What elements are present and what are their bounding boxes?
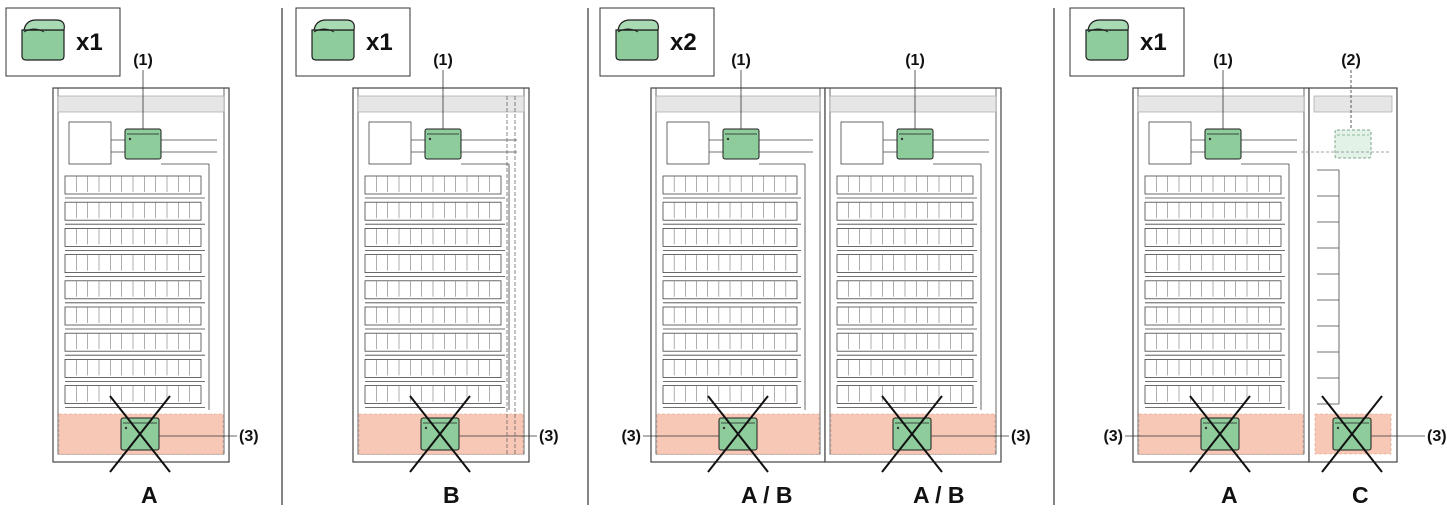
device-module-icon xyxy=(424,128,462,160)
breaker-row xyxy=(1144,280,1285,304)
cabinet-type-caption: A xyxy=(141,482,158,508)
callout-label: (3) xyxy=(239,428,259,445)
quantity-label: x1 xyxy=(366,29,393,56)
breaker-row xyxy=(662,385,801,409)
panel-4: x1 (1) (3) (2) (3) A C xyxy=(1069,7,1447,508)
breaker-row xyxy=(836,175,977,199)
breaker-row xyxy=(64,306,205,330)
breaker-row xyxy=(662,175,801,199)
breaker-row xyxy=(64,175,205,199)
cabinet-type-caption: B xyxy=(443,482,460,508)
quantity-box: x2 xyxy=(599,7,715,77)
breaker-row xyxy=(836,201,977,225)
quantity-label: x1 xyxy=(76,29,103,56)
removed-cross-icon xyxy=(881,395,943,473)
breaker-row xyxy=(1144,201,1285,225)
breaker-row xyxy=(364,306,505,330)
breaker-row xyxy=(1144,254,1285,278)
breaker-row xyxy=(64,358,205,382)
breaker-row xyxy=(836,332,977,356)
breaker-row xyxy=(1144,332,1285,356)
breaker-row xyxy=(64,254,205,278)
cabinet: (1) (3) xyxy=(824,52,1031,473)
breaker-row xyxy=(836,227,977,251)
breaker-row xyxy=(64,332,205,356)
breaker-row xyxy=(836,254,977,278)
cabinet-type-caption: A xyxy=(1221,482,1238,508)
breaker-row xyxy=(836,306,977,330)
breaker-row xyxy=(662,227,801,251)
breaker-row xyxy=(364,201,505,225)
callout-label: (3) xyxy=(621,428,641,445)
callout-label: (3) xyxy=(1011,428,1031,445)
callout-label: (1) xyxy=(1213,52,1233,69)
removed-cross-icon xyxy=(1189,395,1251,473)
breaker-row xyxy=(1144,358,1285,382)
callout-label: (3) xyxy=(1103,428,1123,445)
breaker-row xyxy=(364,254,505,278)
breaker-row xyxy=(836,280,977,304)
breaker-row xyxy=(64,201,205,225)
cabinet-type-caption: A / B xyxy=(741,482,793,508)
cabinet: (1) (3) xyxy=(352,52,559,473)
device-module-icon xyxy=(311,19,355,61)
device-module-icon xyxy=(722,128,760,160)
breaker-row xyxy=(364,280,505,304)
panel-2: x1 (1) (3) B xyxy=(295,7,559,508)
removed-cross-icon xyxy=(409,395,471,473)
breaker-row xyxy=(1144,175,1285,199)
callout-label: (1) xyxy=(905,52,925,69)
breaker-row xyxy=(1144,227,1285,251)
callout-label: (2) xyxy=(1341,52,1361,69)
device-module-icon xyxy=(1204,128,1242,160)
removed-cross-icon xyxy=(1321,395,1383,473)
device-module-icon xyxy=(896,128,934,160)
breaker-row xyxy=(662,254,801,278)
callout-label: (1) xyxy=(731,52,751,69)
cabinet: (1) (3) xyxy=(621,52,826,473)
breaker-row xyxy=(836,358,977,382)
breaker-row xyxy=(1144,306,1285,330)
device-module-icon xyxy=(615,19,659,61)
device-module-icon xyxy=(1085,19,1129,61)
cabinet-type-caption: A / B xyxy=(913,482,965,508)
breaker-row xyxy=(662,358,801,382)
callout-label: (3) xyxy=(1427,428,1447,445)
cabinet: (1) (3) xyxy=(52,52,259,473)
cabinet-type-caption: C xyxy=(1352,482,1369,508)
breaker-row xyxy=(364,332,505,356)
breaker-row xyxy=(364,358,505,382)
quantity-box: x1 xyxy=(295,7,411,77)
cabinet-narrow: (2) (3) xyxy=(1301,52,1447,473)
quantity-box: x1 xyxy=(1069,7,1185,77)
quantity-label: x1 xyxy=(1140,29,1167,56)
breaker-row xyxy=(364,175,505,199)
breaker-row xyxy=(662,201,801,225)
ghost-module-icon xyxy=(1334,129,1372,159)
breaker-row xyxy=(364,227,505,251)
panel-3: x2 (1) (3) (1) (3) A / B A / B xyxy=(599,7,1031,508)
quantity-box: x1 xyxy=(5,7,121,77)
breaker-row xyxy=(662,306,801,330)
breaker-row xyxy=(662,332,801,356)
panel-1: x1 (1) (3) A xyxy=(5,7,259,508)
breaker-row xyxy=(64,227,205,251)
cabinet: (1) (3) xyxy=(1103,52,1310,473)
device-module-icon xyxy=(124,128,162,160)
callout-label: (1) xyxy=(433,52,453,69)
removed-cross-icon xyxy=(707,395,769,473)
quantity-label: x2 xyxy=(670,29,697,56)
removed-cross-icon xyxy=(109,395,171,473)
breaker-row xyxy=(64,280,205,304)
device-module-icon xyxy=(21,19,65,61)
callout-label: (3) xyxy=(539,428,559,445)
callout-label: (1) xyxy=(133,52,153,69)
breaker-row xyxy=(662,280,801,304)
